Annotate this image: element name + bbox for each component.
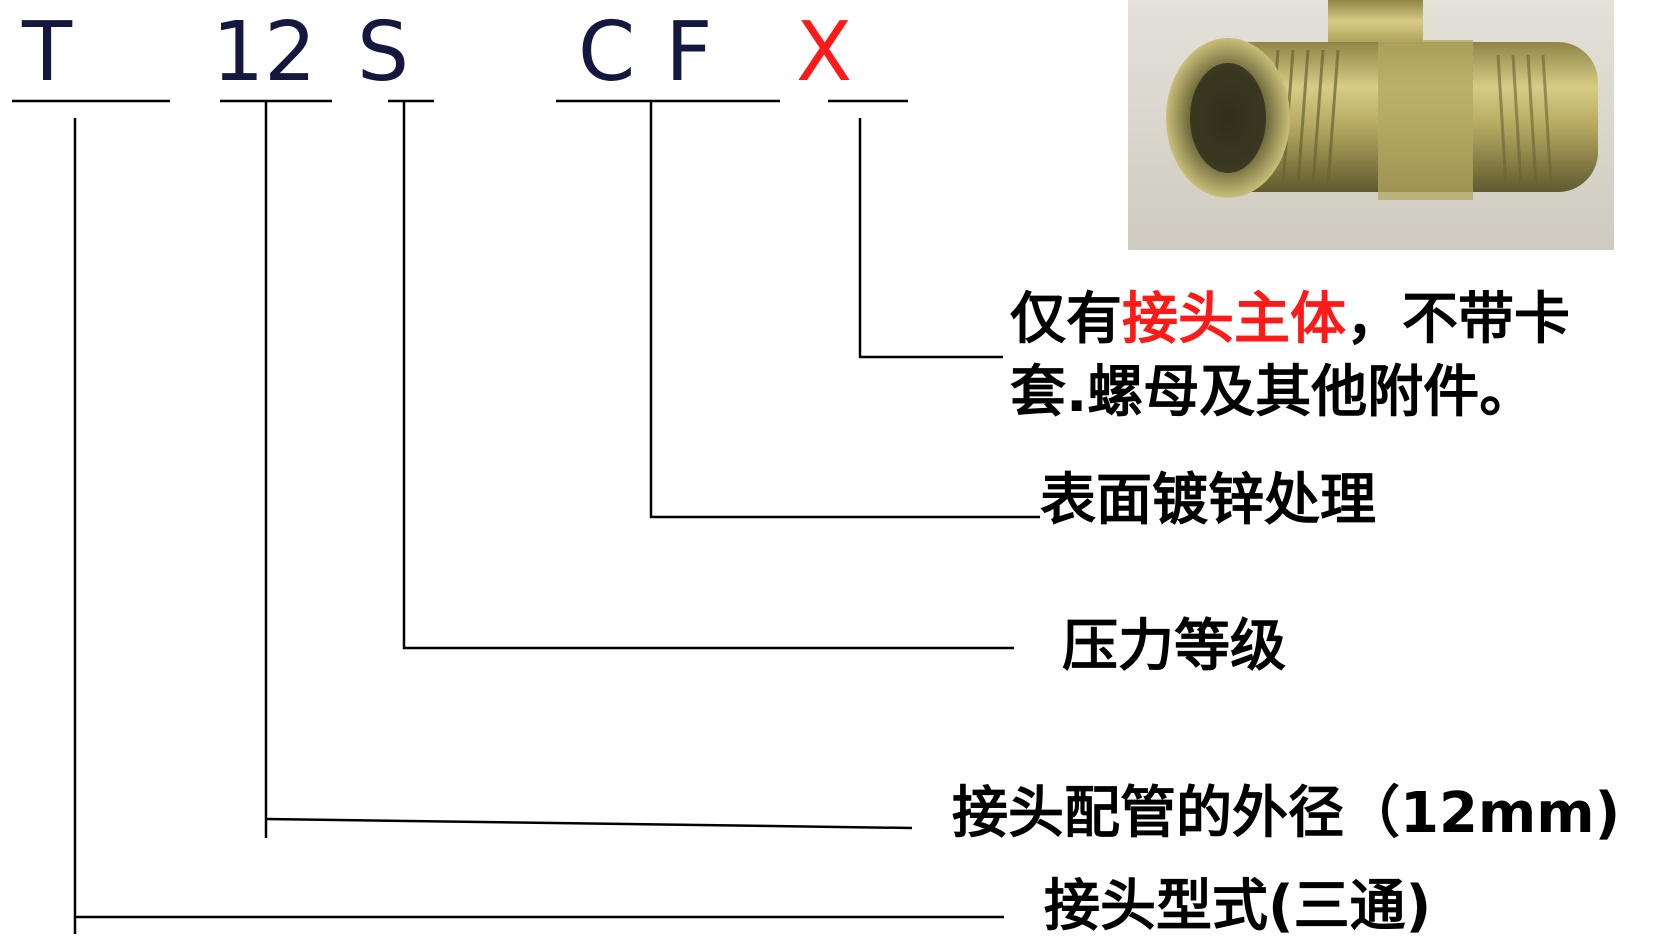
legend-finish: 表面镀锌处理 <box>1040 468 1376 533</box>
legend-body-only-line2: 套.螺母及其他附件。 <box>1010 360 1536 425</box>
legend-body-only-highlight: 接头主体 <box>1122 287 1346 352</box>
leader-size <box>265 817 913 830</box>
tee-fitting-photo <box>1128 0 1614 250</box>
leader-body-only <box>858 118 1003 359</box>
legend-body-only-line1: 仅有接头主体，不带卡 <box>1010 285 1570 355</box>
code-size-number: 12 <box>212 5 317 100</box>
leader-finish <box>649 101 1040 519</box>
legend-pressure: 压力等级 <box>1062 614 1286 679</box>
legend-size: 接头配管的外径（12mm) <box>952 781 1621 846</box>
code-finish-letters: CF <box>578 5 743 100</box>
legend-type: 接头型式(三通) <box>1044 874 1432 939</box>
legend-body-only-prefix: 仅有 <box>1010 287 1122 352</box>
code-pressure-letter: S <box>357 5 410 100</box>
legend-body-only-suffix: ，不带卡 <box>1346 287 1570 352</box>
code-body-only-letter: X <box>796 5 853 100</box>
code-type-letter: T <box>22 5 73 100</box>
leader-pressure <box>402 101 1014 650</box>
